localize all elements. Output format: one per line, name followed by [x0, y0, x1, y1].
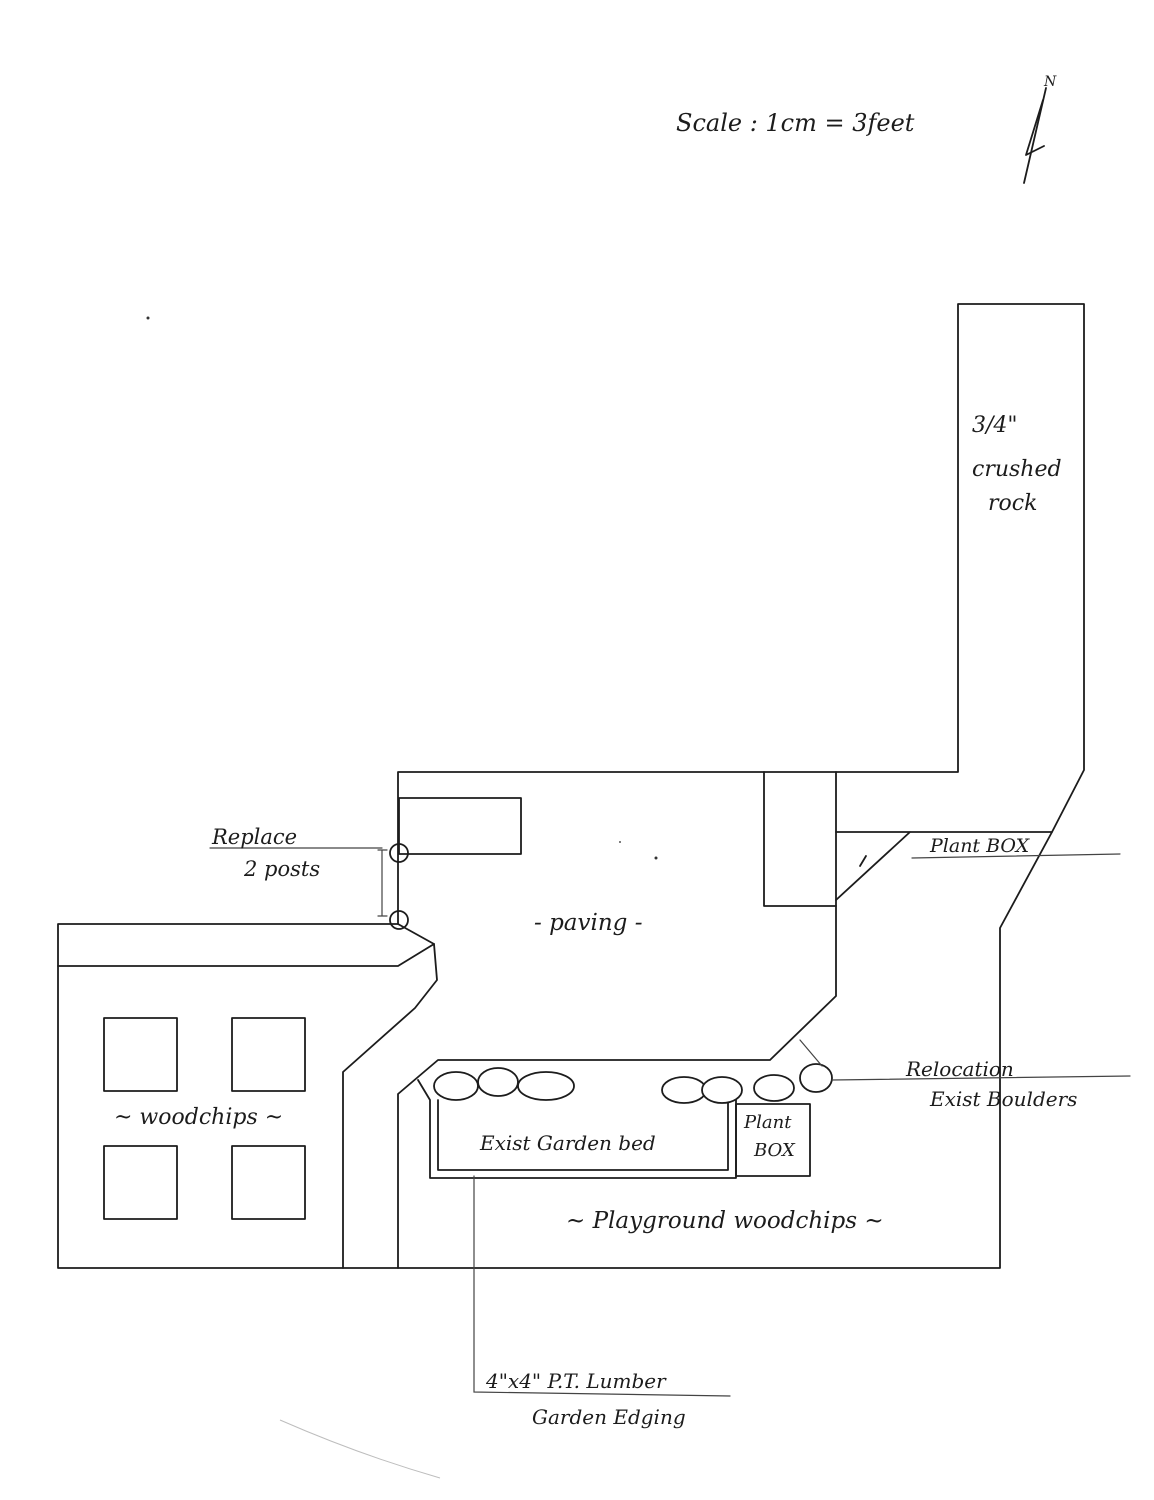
north-label: N [1043, 74, 1057, 90]
playground-woodchips-label: ~ Playground woodchips ~ [566, 1208, 884, 1234]
garden-bed-inner [437, 1099, 729, 1171]
paving-rectangle [398, 797, 522, 855]
paving-edge [397, 771, 837, 1269]
woodchip-square [231, 1145, 306, 1220]
garden-edging-label: Garden Edging [532, 1405, 686, 1429]
post-icon-upper [389, 843, 409, 863]
woodchip-square [103, 1145, 178, 1220]
scale-note: Scale : 1cm = 3feet [676, 109, 915, 137]
woodchip-square [231, 1017, 306, 1092]
posts-label: 2 posts [243, 857, 320, 881]
boulder-icon [517, 1071, 575, 1101]
woodchips-area-edge [57, 943, 438, 1269]
crushed-rock-label-2: rock [988, 491, 1037, 516]
plant-box-leader [911, 853, 1121, 859]
scan-dot [146, 316, 150, 320]
plant-box-upper-label: Plant BOX [929, 835, 1031, 857]
exist-boulders-label: Exist Boulders [929, 1087, 1077, 1111]
boulder-icon [799, 1063, 833, 1093]
boulder-icon [433, 1071, 479, 1101]
paving-label: - paving - [534, 910, 643, 936]
boulders [433, 1063, 833, 1104]
boulder-icon [661, 1076, 707, 1104]
boulder-icon [477, 1067, 519, 1097]
lumber-label: 4"x4" P.T. Lumber [485, 1369, 667, 1393]
plant-box-lower [735, 1103, 811, 1177]
crushed-rock-label: crushed [972, 457, 1062, 482]
boulder-icon [701, 1076, 743, 1104]
plant-box-upper [835, 831, 1053, 901]
scan-dot [619, 841, 621, 843]
inner-rectangle [763, 771, 837, 907]
plant-box-lower-label: Plant [743, 1112, 792, 1133]
woodchips-label: ~ woodchips ~ [114, 1105, 283, 1130]
plant-box-lower-label-2: BOX [753, 1140, 796, 1161]
posts-dimension-line [377, 849, 388, 917]
site-boundary [57, 303, 1085, 1269]
crushed-rock-size: 3/4" [972, 413, 1018, 438]
relocation-leader [799, 1039, 1131, 1081]
plant-box-mark [859, 855, 867, 867]
scan-arc [279, 1419, 441, 1479]
north-arrow-icon [1023, 87, 1047, 184]
garden-bed-label: Exist Garden bed [479, 1131, 656, 1155]
woodchip-square [103, 1017, 178, 1092]
replace-label: Replace [211, 825, 297, 849]
woodchips-top-band [397, 923, 435, 945]
scan-dot [654, 856, 658, 860]
relocation-label: Relocation [905, 1057, 1014, 1081]
lumber-leader [473, 1175, 731, 1397]
boulder-icon [753, 1074, 795, 1102]
post-icon-lower [389, 910, 409, 930]
